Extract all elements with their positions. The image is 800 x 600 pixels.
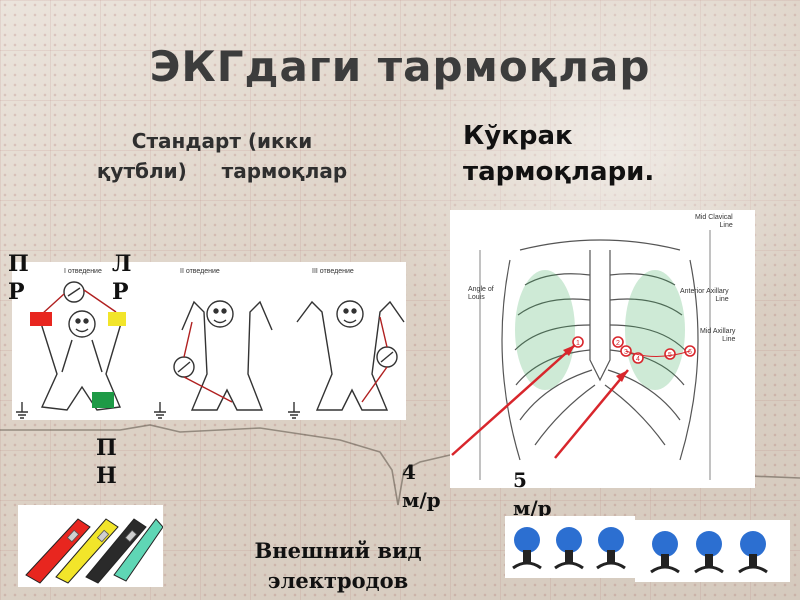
standard-leads-figure: I отведение II отведение III отведение xyxy=(12,262,406,420)
right-arm-label: П Р xyxy=(8,250,29,306)
lead-title-3: III отведение xyxy=(312,268,354,275)
electrode-number: 2 xyxy=(616,340,620,347)
electrode-number: 4 xyxy=(636,356,640,363)
electrodes-caption: Внешний вид электродов xyxy=(228,536,448,596)
suction-bulb-electrodes-picture xyxy=(505,516,790,582)
anterior-axillary-line1: Anterior Axillary xyxy=(680,288,729,295)
intercostal-label-4: 4 м/р xyxy=(402,458,441,514)
standard-leads-heading-line1: Стандарт (икки xyxy=(131,129,313,153)
anterior-axillary-line-label: Anterior Axillary Line xyxy=(680,288,729,304)
chest-leads-heading-line2: тармоқлари. xyxy=(463,157,655,187)
angle-of-louis-line2: Louis xyxy=(468,294,485,301)
right-arm-label-line2: Р xyxy=(8,279,25,305)
chest-leads-heading-line1: Кўкрак xyxy=(463,121,573,151)
mid-axillary-line2: Line xyxy=(722,336,736,343)
electrode-number: 6 xyxy=(688,349,692,356)
left-arm-electrode xyxy=(108,312,126,326)
leg-label-line2: Н xyxy=(96,463,117,489)
chest-leads-heading: Кўкрак тармоқлари. xyxy=(463,118,763,190)
limb-clip-electrodes-picture xyxy=(18,505,163,587)
angle-of-louis-line1: Angle of xyxy=(468,286,494,293)
electrode-number: 1 xyxy=(576,340,580,347)
mid-clavical-line1: Mid Clavical xyxy=(695,214,733,221)
leg-label: П Н xyxy=(96,434,117,490)
lead-title-2: II отведение xyxy=(180,268,220,275)
left-arm-label: Л Р xyxy=(112,250,131,306)
stick-figures-drawing xyxy=(16,281,405,419)
anterior-axillary-line2: Line xyxy=(715,296,729,303)
electrodes-caption-line1: Внешний вид xyxy=(254,538,422,563)
electrode-marker: 2 xyxy=(612,336,624,348)
intercostal-label-5-line1: 5 xyxy=(513,468,527,492)
electrodes-caption-line2: электродов xyxy=(267,568,409,593)
left-arm-label-line2: Р xyxy=(112,279,129,305)
leg-label-line1: П xyxy=(96,435,117,461)
left-leg-electrode xyxy=(92,392,114,408)
left-arm-label-line1: Л xyxy=(112,251,132,277)
electrode-marker: 5 xyxy=(664,348,676,360)
right-arm-label-line1: П xyxy=(8,251,29,277)
rib-cage-drawing: 1 2 3 4 5 xyxy=(479,230,711,480)
slide-title: ЭКГдаги тармоқлар xyxy=(149,42,651,91)
standard-leads-heading: Стандарт (икки қутбли) тармоқлар xyxy=(62,126,382,186)
mid-axillary-line1: Mid Axillary xyxy=(700,328,736,335)
lead-title-1: I отведение xyxy=(64,268,102,275)
electrode-number: 3 xyxy=(624,349,628,356)
mid-clavical-line2: Line xyxy=(719,222,733,229)
right-arm-electrode xyxy=(30,312,52,326)
intercostal-label-4-line1: 4 xyxy=(402,460,416,484)
bulb-row xyxy=(512,527,768,574)
mid-clavical-line-label: Mid Clavical Line xyxy=(695,214,733,230)
standard-leads-heading-line2: қутбли) тармоқлар xyxy=(96,159,348,183)
intercostal-label-5: 5 м/р xyxy=(513,466,552,522)
electrode-marker: 1 xyxy=(572,336,584,348)
intercostal-label-4-line2: м/р xyxy=(402,488,441,512)
chest-leads-figure: 1 2 3 4 5 xyxy=(450,210,755,488)
mid-axillary-line-label: Mid Axillary Line xyxy=(700,328,735,344)
angle-of-louis-label: Angle of Louis xyxy=(468,286,494,302)
